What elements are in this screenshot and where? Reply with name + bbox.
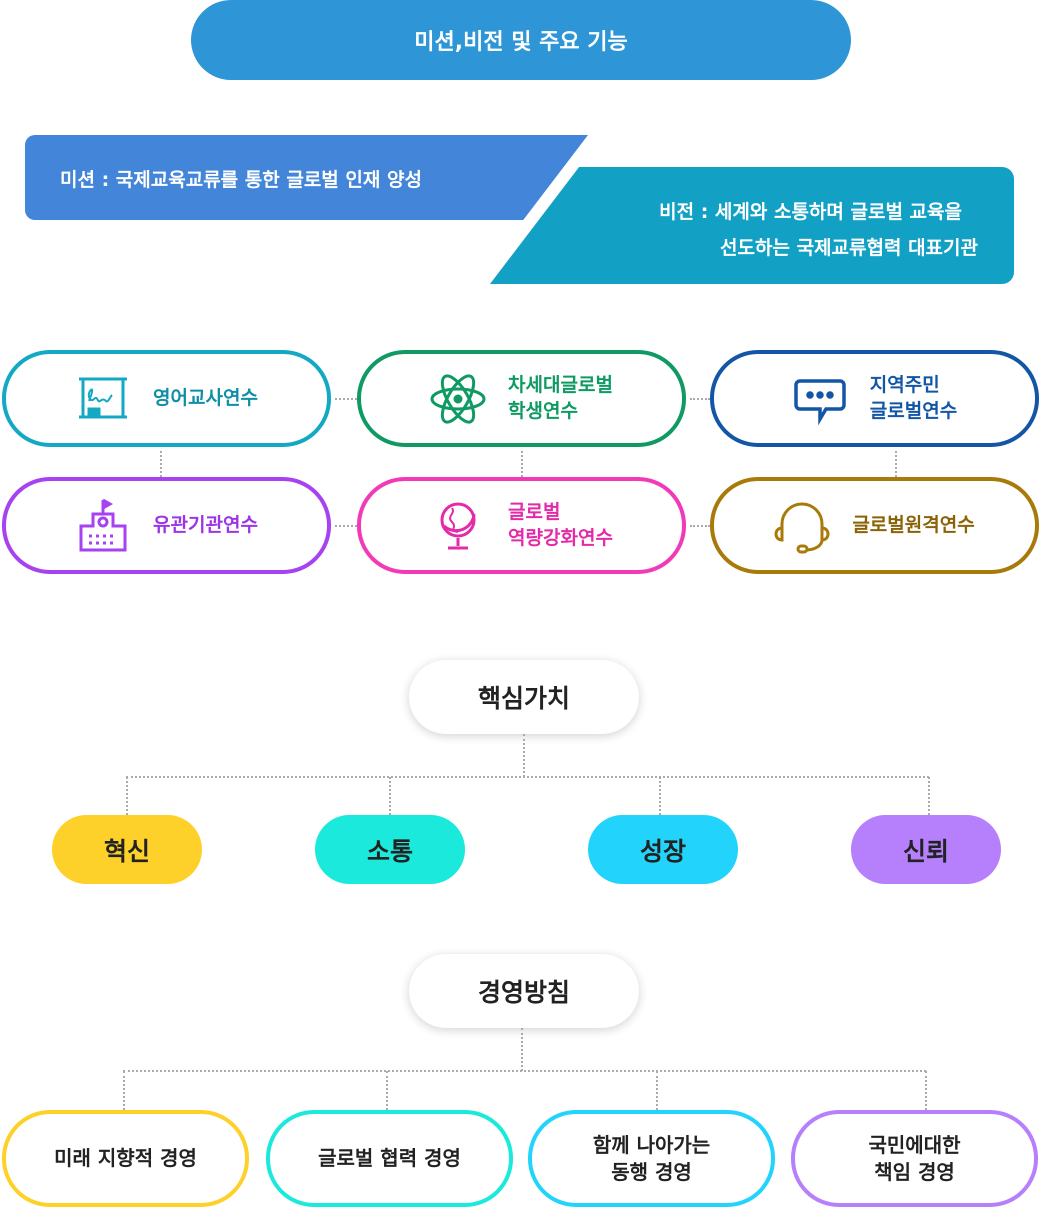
- policies-title: 경영방침: [409, 954, 639, 1028]
- value-innovation: 혁신: [52, 815, 202, 884]
- connector: [895, 451, 897, 477]
- globe-icon: [440, 502, 476, 549]
- connector: [521, 451, 523, 477]
- chalkboard-icon: [79, 377, 128, 418]
- mission-text: 미션 : 국제교육교류를 통한 글로벌 인재 양성: [60, 169, 422, 191]
- connector: [386, 1071, 388, 1110]
- program-related-agencies[interactable]: 유관기관연수: [2, 477, 331, 574]
- program-label: 영어교사연수: [153, 386, 258, 409]
- connector: [521, 1028, 523, 1071]
- connector: [126, 776, 929, 778]
- school-building-icon: [79, 498, 127, 551]
- connector: [123, 1070, 926, 1072]
- vision-banner: 비전 : 세계와 소통하며 글로벌 교육을 선도하는 국제교류협력 대표기관: [490, 167, 1014, 284]
- connector: [690, 398, 710, 400]
- connector: [925, 1071, 927, 1110]
- connector: [656, 1071, 658, 1110]
- connector: [690, 525, 710, 527]
- policy-future-oriented: 미래 지향적 경영: [2, 1110, 249, 1207]
- connector: [126, 777, 128, 815]
- program-global-remote[interactable]: 글로벌원격연수: [710, 477, 1039, 574]
- value-growth: 성장: [588, 815, 738, 884]
- connector: [160, 451, 162, 477]
- core-values-title: 핵심가치: [409, 660, 639, 734]
- vision-line1: 비전 : 세계와 소통하며 글로벌 교육을: [659, 201, 962, 223]
- atom-icon: [430, 373, 486, 424]
- connector: [389, 777, 391, 815]
- connector: [928, 777, 930, 815]
- headset-icon: [774, 502, 830, 553]
- header-title: 미션,비전 및 주요 기능: [191, 0, 851, 80]
- mission-banner: 미션 : 국제교육교류를 통한 글로벌 인재 양성: [25, 135, 588, 220]
- policy-global-cooperation: 글로벌 협력 경영: [266, 1110, 513, 1207]
- program-english-teacher[interactable]: 영어교사연수: [2, 350, 331, 447]
- value-communication: 소통: [315, 815, 465, 884]
- program-label: 유관기관연수: [153, 513, 258, 536]
- connector: [523, 734, 525, 777]
- value-trust: 신뢰: [851, 815, 1001, 884]
- connector: [123, 1071, 125, 1110]
- vision-line2: 선도하는 국제교류협력 대표기관: [720, 237, 978, 259]
- connector: [659, 777, 661, 815]
- connector: [335, 525, 357, 527]
- connector: [335, 398, 357, 400]
- program-label: 글로벌원격연수: [852, 513, 975, 536]
- chat-bubble-icon: [794, 378, 846, 425]
